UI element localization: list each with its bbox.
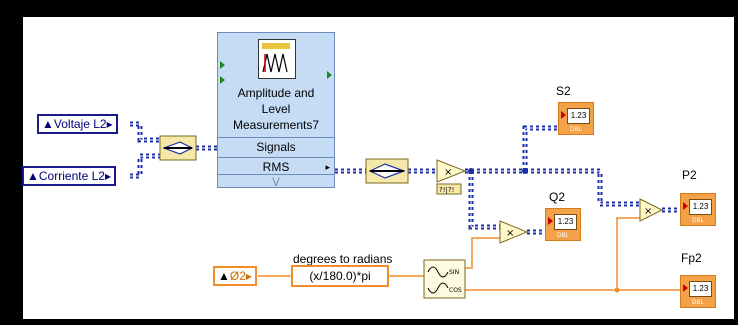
arrow-right-icon: ▸ (245, 269, 252, 283)
control-corriente[interactable]: ▲Corriente L2▸ (22, 166, 116, 186)
indicator-s2-label: S2 (556, 84, 571, 98)
arrow-right-icon: ▸ (106, 117, 113, 131)
control-phi[interactable]: ▲Ø2▸ (213, 266, 257, 286)
wire-mult1-out (465, 125, 560, 174)
terminal-arrow-icon (327, 71, 332, 79)
indicator-type: DBL (692, 300, 704, 306)
indicator-value: 1.23 (689, 281, 712, 297)
indicator-fp2[interactable]: 1.23 DBL (680, 275, 716, 308)
indicator-type: DBL (692, 218, 704, 224)
svg-text:?!|?!: ?!|?! (439, 186, 454, 194)
arrow-right-icon: ▸ (325, 162, 330, 172)
dynamic-wire-cores (130, 123, 680, 233)
wire-to-q2-mult (468, 171, 500, 230)
control-voltaje[interactable]: ▲Voltaje L2▸ (37, 114, 118, 134)
svg-text:COS: COS (449, 287, 462, 294)
terminal-rms[interactable]: RMS ▸ (218, 157, 334, 178)
svg-text:SIN: SIN (449, 269, 459, 276)
home-icon: ▲ (218, 269, 230, 283)
control-label: Ø2 (229, 269, 246, 283)
express-vi-title-line: Level (261, 102, 291, 116)
input-arrow-icon (683, 284, 688, 292)
home-icon: ▲ (42, 117, 54, 131)
indicator-value: 1.23 (567, 108, 590, 124)
formula-expression: (x/180.0)*pi (309, 269, 371, 283)
build-array-icon (159, 135, 197, 161)
control-label: Voltaje L2 (53, 117, 107, 131)
input-arrow-icon (548, 217, 553, 225)
indicator-s2[interactable]: 1.23 DBL (558, 102, 594, 135)
indicator-type: DBL (557, 233, 569, 239)
expand-chevron-icon[interactable]: ⋁ (218, 174, 334, 187)
indicator-q2-label: Q2 (549, 190, 566, 204)
wire-junction (614, 287, 620, 293)
wire-sin (465, 237, 500, 269)
wire-junction (468, 168, 474, 174)
wire-cos-up (616, 217, 640, 290)
input-arrow-icon (561, 111, 566, 119)
formula-node-label: degrees to radians (293, 252, 393, 266)
home-icon: ▲ (27, 169, 39, 183)
indicator-p2[interactable]: 1.23 DBL (680, 193, 716, 226)
wire-to-p2 (525, 168, 640, 207)
indicator-value: 1.23 (554, 214, 577, 230)
input-arrow-icon (683, 202, 688, 210)
multiply-icon: × (499, 220, 529, 244)
indicator-value: 1.23 (689, 199, 712, 215)
numeric-wires (258, 217, 680, 291)
multiply-icon: × ?!|?! (436, 159, 467, 195)
wire-corriente (130, 153, 160, 179)
express-vi-title-line: Amplitude and (237, 86, 315, 100)
formula-node[interactable]: (x/180.0)*pi (291, 265, 389, 287)
wire-junction (522, 168, 528, 174)
wire-voltaje (130, 121, 160, 143)
sine-cosine-icon: SIN COS (423, 259, 466, 299)
express-vi-icon (258, 39, 296, 79)
indicator-p2-label: P2 (682, 168, 697, 182)
terminal-arrow-icon (220, 61, 225, 69)
indicator-q2[interactable]: 1.23 DBL (545, 208, 581, 241)
svg-text:×: × (644, 206, 652, 217)
svg-text:×: × (506, 228, 514, 239)
index-array-icon (365, 158, 409, 184)
express-vi-title-line: Measurements7 (232, 118, 320, 132)
svg-text:×: × (444, 167, 452, 178)
terminal-rms-label: RMS (262, 160, 290, 174)
express-vi-amplitude[interactable]: Amplitude and Level Measurements7 Signal… (217, 32, 335, 188)
control-label: Corriente L2 (38, 169, 105, 183)
terminal-signals[interactable]: Signals (218, 137, 334, 158)
indicator-type: DBL (570, 127, 582, 133)
terminal-arrow-icon (220, 76, 225, 84)
terminal-signals-label: Signals (256, 140, 296, 154)
indicator-fp2-label: Fp2 (681, 251, 702, 265)
express-vi-title: Amplitude and Level Measurements7 (218, 85, 334, 133)
arrow-right-icon: ▸ (104, 169, 111, 183)
multiply-icon: × (639, 198, 664, 222)
